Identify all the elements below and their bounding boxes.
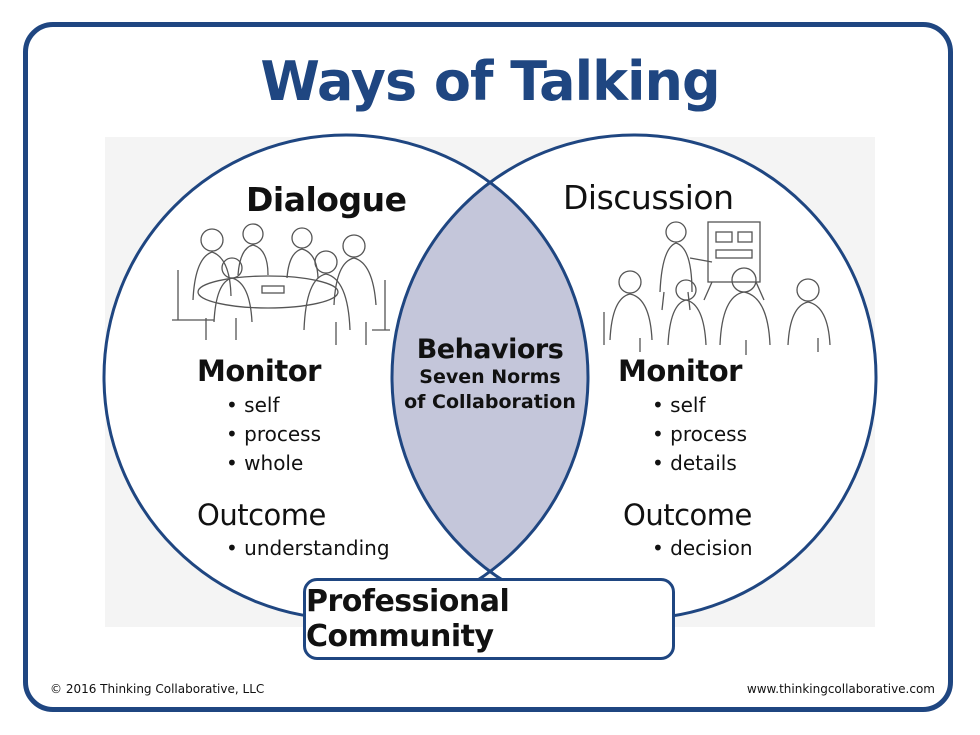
discussion-heading: Discussion: [563, 178, 734, 217]
website-link[interactable]: www.thinkingcollaborative.com: [746, 682, 935, 696]
group-discussion-sketch-icon: [172, 223, 390, 345]
list-item: understanding: [226, 534, 389, 563]
norms-line-1: Seven Norms: [419, 366, 561, 388]
norms-line-2: of Collaboration: [404, 391, 576, 413]
list-item: process: [652, 420, 747, 449]
professional-community-box: Professional Community: [303, 578, 675, 660]
list-item: decision: [652, 534, 752, 563]
left-outcome-list: understanding: [226, 534, 389, 563]
right-monitor-list: self process details: [652, 391, 747, 478]
right-outcome-list: decision: [652, 534, 752, 563]
right-outcome-label: Outcome: [623, 498, 752, 532]
list-item: details: [652, 449, 747, 478]
left-monitor-label: Monitor: [197, 354, 321, 388]
left-outcome-label: Outcome: [197, 498, 326, 532]
list-item: whole: [226, 449, 321, 478]
copyright-text: © 2016 Thinking Collaborative, LLC: [50, 682, 265, 696]
overlap-region: [392, 135, 588, 619]
list-item: self: [226, 391, 321, 420]
page-title: Ways of Talking: [260, 50, 720, 113]
left-monitor-list: self process whole: [226, 391, 321, 478]
center-text: Behaviors Seven Norms of Collaboration: [390, 334, 590, 415]
list-item: self: [652, 391, 747, 420]
right-monitor-label: Monitor: [618, 354, 742, 388]
list-item: process: [226, 420, 321, 449]
outer-frame: [23, 22, 953, 712]
dialogue-heading: Dialogue: [246, 180, 407, 219]
behaviors-label: Behaviors: [416, 334, 564, 365]
presentation-audience-sketch-icon: [603, 221, 831, 355]
